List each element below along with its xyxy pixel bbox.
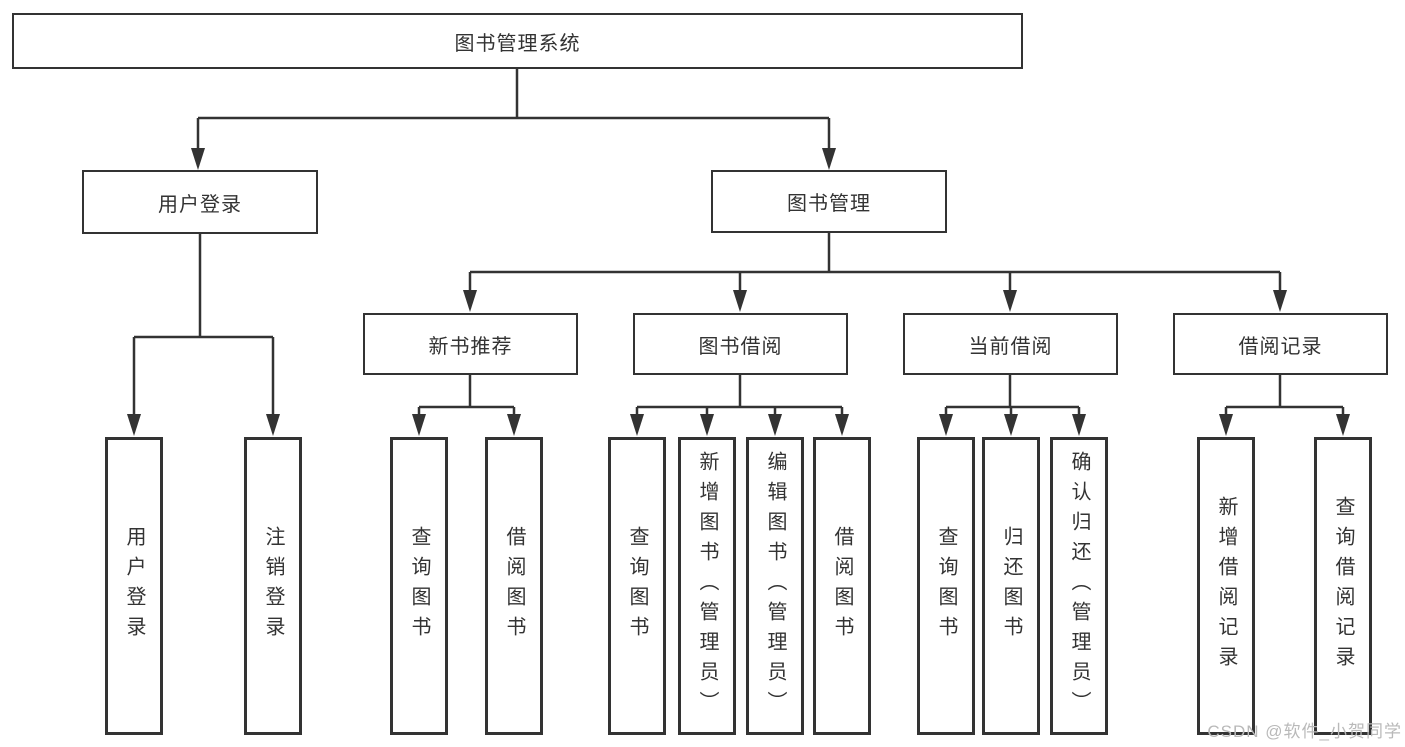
node-borrow-records-label: 借阅记录 bbox=[1238, 335, 1323, 358]
node-book-management-label: 图书管理 bbox=[787, 193, 871, 215]
node-user-login: 用户登录 bbox=[82, 170, 318, 234]
leaf-borrow-query-books: 查询图书 bbox=[608, 437, 666, 735]
arrowheads bbox=[127, 148, 1350, 436]
leaf-borrow-query-books-label: 查询图书 bbox=[626, 526, 648, 646]
leaf-current-confirm-return-admin: 确认归还（管理员） bbox=[1050, 437, 1108, 735]
leaf-current-query-books-label: 查询图书 bbox=[935, 526, 957, 646]
leaf-borrow-edit-books-admin: 编辑图书（管理员） bbox=[746, 437, 804, 735]
leaf-borrow-edit-books-admin-label: 编辑图书（管理员） bbox=[764, 451, 786, 721]
node-current-borrow-label: 当前借阅 bbox=[968, 335, 1053, 358]
leaf-current-query-books: 查询图书 bbox=[917, 437, 975, 735]
node-user-login-label: 用户登录 bbox=[158, 193, 242, 216]
leaf-current-confirm-return-admin-label: 确认归还（管理员） bbox=[1068, 451, 1090, 721]
node-library-management-system: 图书管理系统 bbox=[12, 13, 1023, 69]
leaf-logout-label: 注销登录 bbox=[262, 526, 284, 646]
node-book-borrow-label: 图书借阅 bbox=[698, 335, 783, 358]
leaf-recommend-query-books-label: 查询图书 bbox=[408, 526, 430, 646]
leaf-user-login: 用户登录 bbox=[105, 437, 163, 735]
leaf-borrow-borrow-books-label: 借阅图书 bbox=[831, 526, 853, 646]
node-library-management-system-label: 图书管理系统 bbox=[454, 32, 581, 55]
leaf-recommend-borrow-books: 借阅图书 bbox=[485, 437, 543, 735]
node-current-borrow: 当前借阅 bbox=[903, 313, 1118, 375]
leaf-records-add-record-label: 新增借阅记录 bbox=[1215, 496, 1237, 676]
leaf-records-add-record: 新增借阅记录 bbox=[1197, 437, 1255, 735]
leaf-borrow-add-books-admin-label: 新增图书（管理员） bbox=[696, 451, 718, 721]
watermark: CSDN @软件_小贺同学 bbox=[1207, 722, 1402, 741]
leaf-records-query-record-label: 查询借阅记录 bbox=[1332, 496, 1354, 676]
node-new-book-recommend: 新书推荐 bbox=[363, 313, 578, 375]
leaf-current-return-books-label: 归还图书 bbox=[1000, 526, 1022, 646]
node-borrow-records: 借阅记录 bbox=[1173, 313, 1388, 375]
node-book-borrow: 图书借阅 bbox=[633, 313, 848, 375]
leaf-current-return-books: 归还图书 bbox=[982, 437, 1040, 735]
node-book-management: 图书管理 bbox=[711, 170, 947, 233]
leaf-user-login-label: 用户登录 bbox=[123, 526, 145, 646]
leaf-records-query-record: 查询借阅记录 bbox=[1314, 437, 1372, 735]
leaf-logout: 注销登录 bbox=[244, 437, 302, 735]
leaf-borrow-borrow-books: 借阅图书 bbox=[813, 437, 871, 735]
leaf-recommend-borrow-books-label: 借阅图书 bbox=[503, 526, 525, 646]
node-new-book-recommend-label: 新书推荐 bbox=[428, 335, 513, 358]
leaf-borrow-add-books-admin: 新增图书（管理员） bbox=[678, 437, 736, 735]
leaf-recommend-query-books: 查询图书 bbox=[390, 437, 448, 735]
